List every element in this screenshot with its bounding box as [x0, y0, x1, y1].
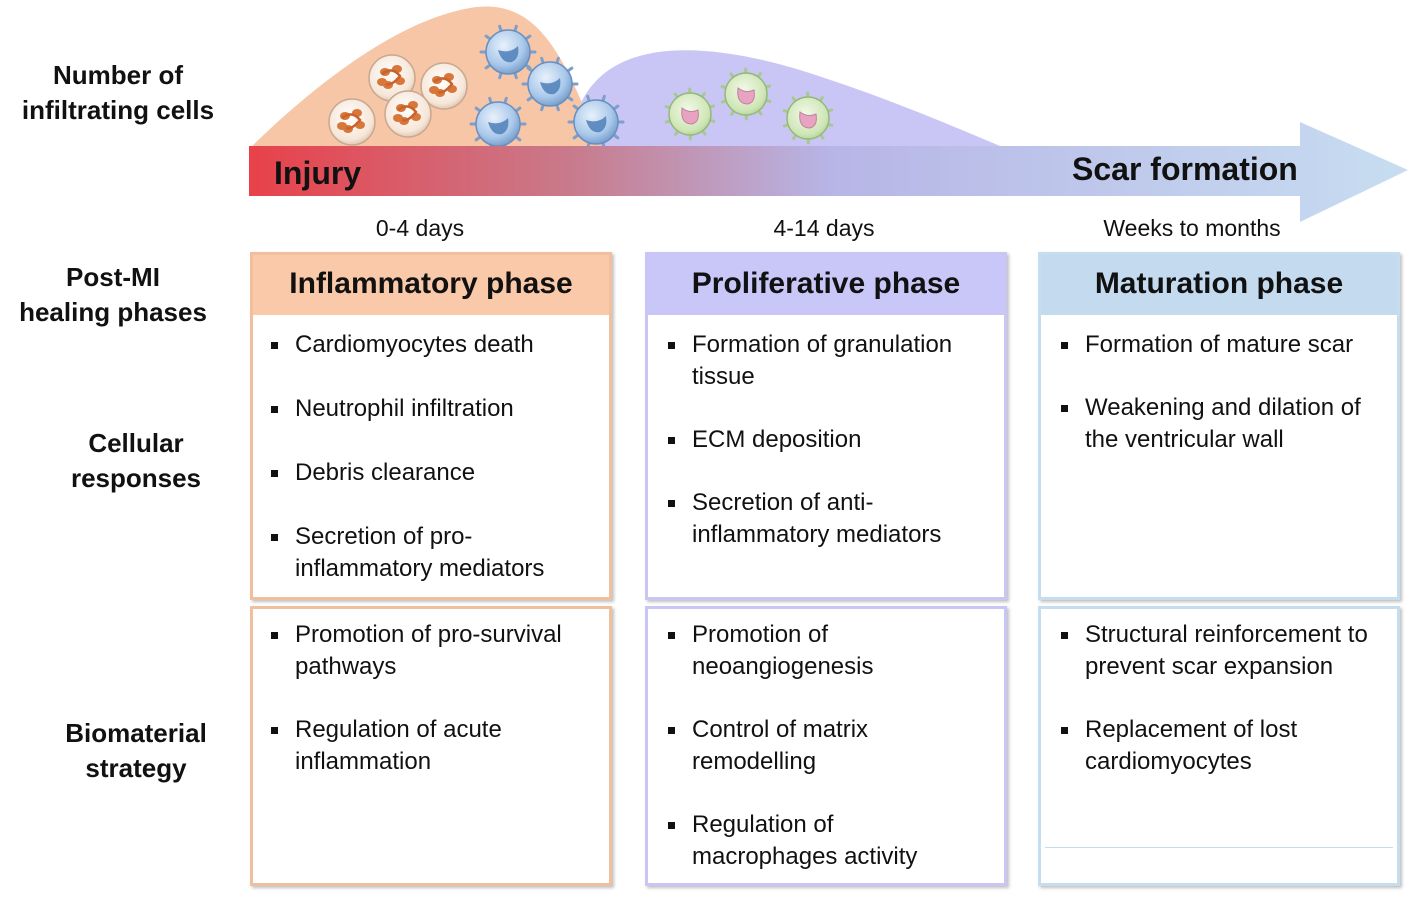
inner-divider	[1045, 847, 1393, 848]
row-label-cellular-responses: Cellular responses	[30, 426, 242, 496]
maturation-strategy-box: Structural reinforcement to prevent scar…	[1038, 606, 1400, 886]
list-item-text: Secretion of anti-inflammatory mediators	[692, 489, 942, 548]
timeline-graphic	[249, 6, 1408, 222]
list-item: Weakening and dilation of the ventricula…	[1061, 392, 1365, 456]
cellular-responses-list: Formation of mature scar Weakening and d…	[1061, 329, 1385, 456]
list-item-text: Structural reinforcement to prevent scar…	[1085, 621, 1368, 680]
proliferative-cell-curve	[570, 50, 1000, 146]
timeline-end-label: Scar formation	[1072, 151, 1298, 187]
list-item: Secretion of pro-inflammatory mediators	[271, 521, 585, 585]
row-label-line: Biomaterial	[65, 718, 207, 748]
list-item-text: Cardiomyocytes death	[295, 331, 534, 358]
list-item: ECM deposition	[668, 424, 988, 456]
list-item: Promotion of pro-survival pathways	[271, 619, 599, 683]
inflammatory-phase-box: Inflammatory phase Cardiomyocytes death …	[250, 252, 612, 600]
list-item-text: Formation of granulation tissue	[692, 331, 953, 390]
day-range-label: 0-4 days	[375, 215, 465, 241]
list-item-text: Formation of mature scar	[1085, 331, 1354, 358]
timeline-arrow	[249, 122, 1408, 222]
list-item: Regulation of acute inflammation	[271, 714, 555, 778]
maturation-phase-box: Maturation phase Formation of mature sca…	[1038, 252, 1400, 600]
list-item-text: Promotion of neoangiogenesis	[692, 621, 874, 680]
neutrophil-icon	[384, 90, 432, 138]
biomaterial-strategy-list: Promotion of neoangiogenesis Control of …	[668, 619, 988, 873]
list-item: Regulation of macrophages activity	[668, 809, 952, 873]
list-item-text: Promotion of pro-survival pathways	[295, 621, 562, 680]
list-item: Debris clearance	[271, 457, 595, 489]
day-range-label: 4-14 days	[773, 215, 875, 241]
cellular-responses-panel: Cardiomyocytes death Neutrophil infiltra…	[253, 315, 609, 597]
biomaterial-strategy-list: Promotion of pro-survival pathways Regul…	[271, 619, 599, 778]
row-label-line: strategy	[85, 753, 187, 783]
neutrophil-icon	[328, 54, 468, 146]
list-item-text: Control of matrix remodelling	[692, 716, 869, 775]
list-item-text: Debris clearance	[295, 459, 476, 486]
proliferative-strategy-box: Promotion of neoangiogenesis Control of …	[645, 606, 1007, 886]
cellular-responses-panel: Formation of mature scar Weakening and d…	[1041, 315, 1397, 597]
neutrophil-icon	[420, 62, 468, 110]
phase-title: Proliferative phase	[691, 267, 961, 300]
list-item-text: Replacement of lost cardiomyocytes	[1085, 716, 1298, 775]
list-item: Structural reinforcement to prevent scar…	[1061, 619, 1397, 683]
neutrophil-icon	[328, 98, 376, 146]
list-item-text: ECM deposition	[692, 426, 862, 453]
row-label-line: Cellular	[88, 428, 184, 458]
row-label-healing-phases: Post-MI healing phases	[0, 260, 226, 330]
list-item-text: Secretion of pro-inflammatory mediators	[295, 523, 545, 582]
row-label-line: healing phases	[19, 297, 207, 327]
macrophage-icon	[521, 56, 579, 112]
list-item: Promotion of neoangiogenesis	[668, 619, 912, 683]
list-item-text: Neutrophil infiltration	[295, 395, 514, 422]
list-item-text: Regulation of macrophages activity	[692, 811, 918, 870]
list-item-text: Weakening and dilation of the ventricula…	[1085, 394, 1361, 453]
list-item: Formation of mature scar	[1061, 329, 1385, 361]
timeline-start-label: Injury	[274, 155, 362, 191]
list-item: Cardiomyocytes death	[271, 329, 595, 361]
fibroblast-icon	[664, 67, 834, 145]
row-label-biomaterial-strategy: Biomaterial strategy	[30, 716, 242, 786]
list-item: Formation of granulation tissue	[668, 329, 982, 393]
phase-title: Inflammatory phase	[289, 267, 573, 300]
list-item: Neutrophil infiltration	[271, 393, 595, 425]
row-label-line: responses	[70, 463, 202, 493]
macrophage-icon	[479, 24, 537, 80]
fibroblast-icon	[664, 87, 716, 141]
fibroblast-icon	[782, 91, 834, 145]
phase-title: Maturation phase	[1094, 267, 1344, 300]
list-item: Replacement of lost cardiomyocytes	[1061, 714, 1335, 778]
row-label-line: infiltrating cells	[21, 95, 215, 125]
row-label-line: Post-MI	[66, 262, 160, 292]
list-item: Secretion of anti-inflammatory mediators	[668, 487, 978, 551]
list-item-text: Regulation of acute inflammation	[295, 716, 502, 775]
row-label-infiltrating-cells: Number of infiltrating cells	[0, 58, 236, 128]
biomaterial-strategy-list: Structural reinforcement to prevent scar…	[1061, 619, 1397, 778]
list-item: Control of matrix remodelling	[668, 714, 912, 778]
inflammatory-strategy-box: Promotion of pro-survival pathways Regul…	[250, 606, 612, 886]
cellular-responses-list: Cardiomyocytes death Neutrophil infiltra…	[271, 329, 595, 585]
macrophage-icon	[469, 24, 625, 152]
cellular-responses-panel: Formation of granulation tissue ECM depo…	[648, 315, 1004, 597]
day-range-label: Weeks to months	[1103, 215, 1281, 241]
macrophage-icon	[567, 94, 625, 150]
fibroblast-icon	[720, 67, 772, 121]
cellular-responses-list: Formation of granulation tissue ECM depo…	[668, 329, 988, 551]
row-label-line: Number of	[53, 60, 183, 90]
proliferative-phase-box: Proliferative phase Formation of granula…	[645, 252, 1007, 600]
